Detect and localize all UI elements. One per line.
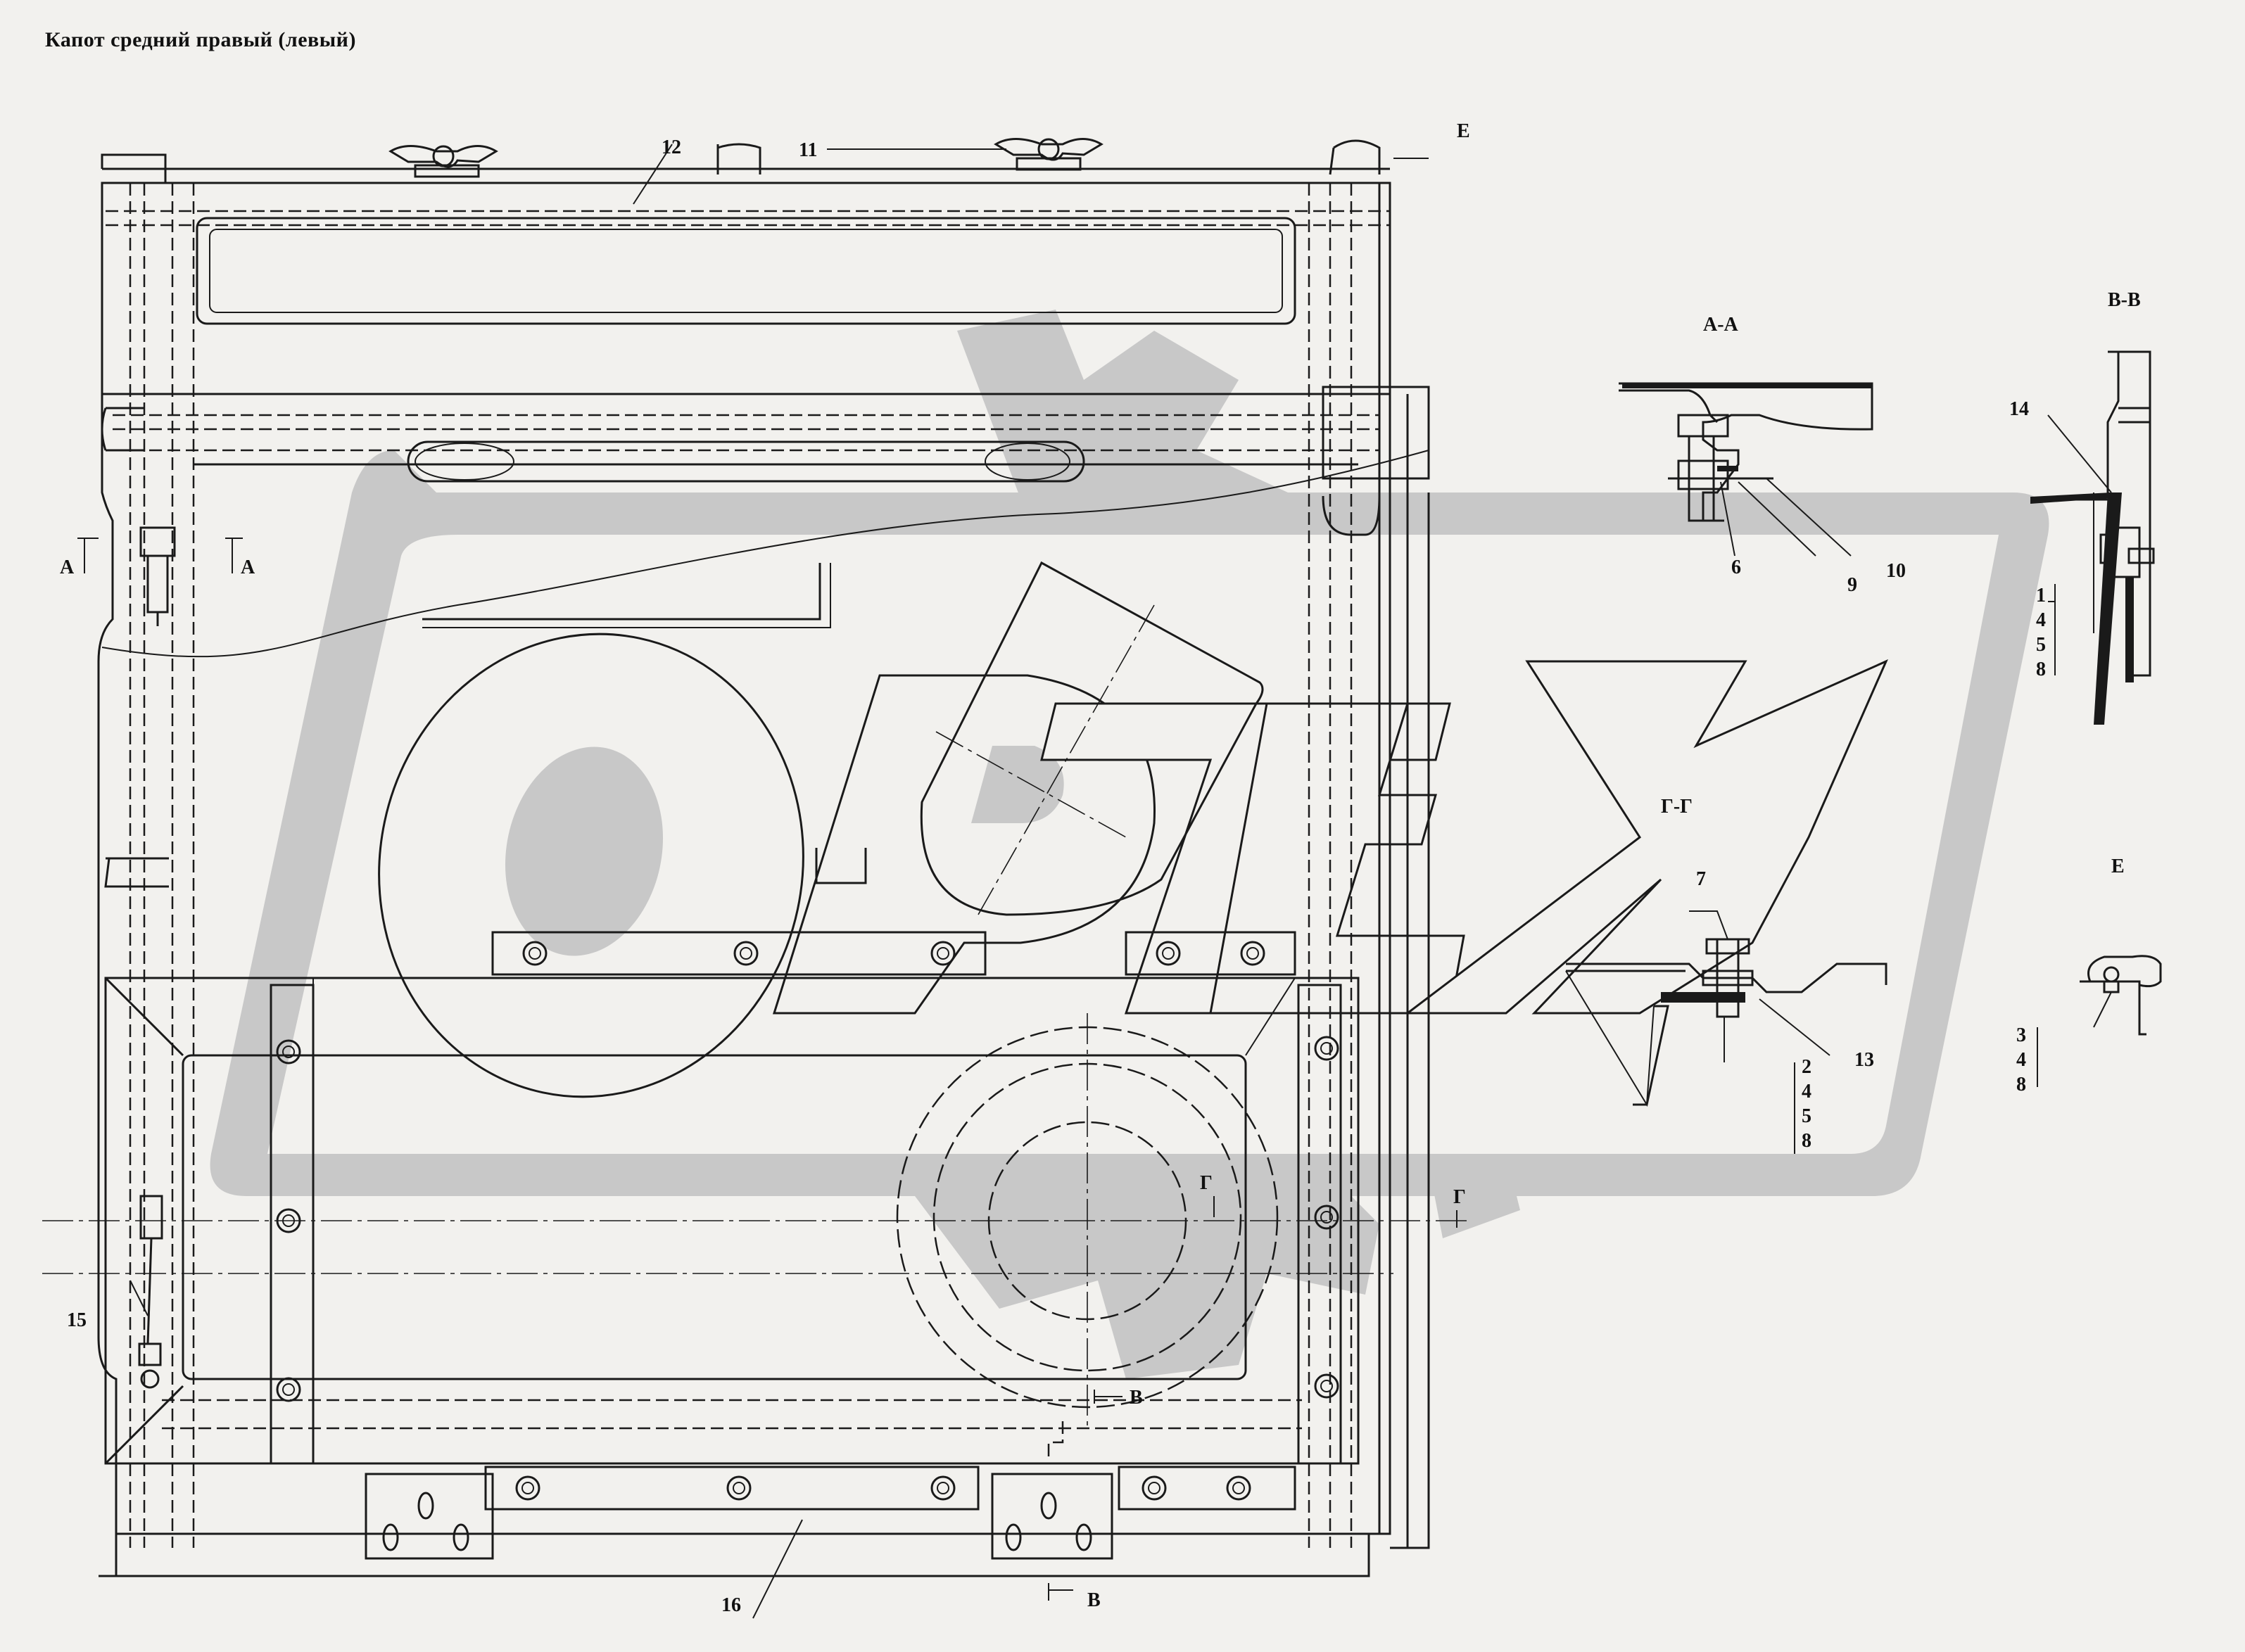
callout-16: 16	[721, 1594, 741, 1616]
callout-6: 6	[1731, 557, 1741, 578]
section-gg	[1565, 910, 1887, 1107]
cut-mark-e-top: Е	[1457, 120, 1470, 142]
callout-15: 15	[67, 1309, 87, 1331]
rod-15	[138, 1195, 163, 1389]
page-title: Капот средний правый (левый)	[45, 28, 356, 51]
cut-mark-g-right: Г	[1453, 1186, 1466, 1208]
callout-7: 7	[1696, 868, 1706, 890]
callout-13: 13	[1854, 1049, 1874, 1071]
latch-a	[139, 526, 176, 626]
callout-8c: 8	[2016, 1074, 2026, 1095]
callout-3: 3	[2016, 1024, 2026, 1046]
callout-10: 10	[1886, 560, 1906, 582]
section-aa	[1619, 382, 1873, 557]
callout-8b: 8	[1802, 1130, 1811, 1152]
section-label-gg: Г-Г	[1661, 796, 1693, 818]
callout-1: 1	[2036, 585, 2046, 606]
callout-14: 14	[2009, 398, 2029, 420]
watermark-logo	[210, 310, 2049, 1379]
callout-4a: 4	[2036, 609, 2046, 631]
section-e	[2080, 955, 2162, 1036]
wing-nut-right	[994, 138, 1103, 171]
cut-mark-g-left: Г	[1200, 1172, 1213, 1194]
hood-panel-main-view	[42, 138, 1471, 1619]
bolts	[276, 941, 1339, 1551]
cut-mark-v-bottom: В	[1087, 1589, 1101, 1611]
cut-mark-v-mid: В	[1130, 1387, 1143, 1409]
callout-9: 9	[1847, 574, 1857, 596]
section-label-e: Е	[2111, 856, 2125, 877]
callout-2: 2	[1802, 1056, 1811, 1078]
callout-12: 12	[662, 136, 681, 158]
callout-4c: 4	[2016, 1049, 2026, 1071]
callout-11: 11	[799, 139, 817, 161]
callout-8a: 8	[2036, 659, 2046, 680]
cut-mark-a-left: А	[60, 557, 75, 578]
cut-mark-a-right: А	[241, 557, 255, 578]
section-label-vv: В-В	[2108, 289, 2141, 311]
section-label-aa: А-А	[1703, 314, 1739, 336]
callout-5b: 5	[1802, 1105, 1811, 1127]
section-bb	[2030, 350, 2155, 725]
wing-nut-left	[388, 145, 498, 178]
callout-4b: 4	[1802, 1081, 1811, 1103]
fan-opening	[42, 1013, 1471, 1460]
callout-5a: 5	[2036, 634, 2046, 656]
